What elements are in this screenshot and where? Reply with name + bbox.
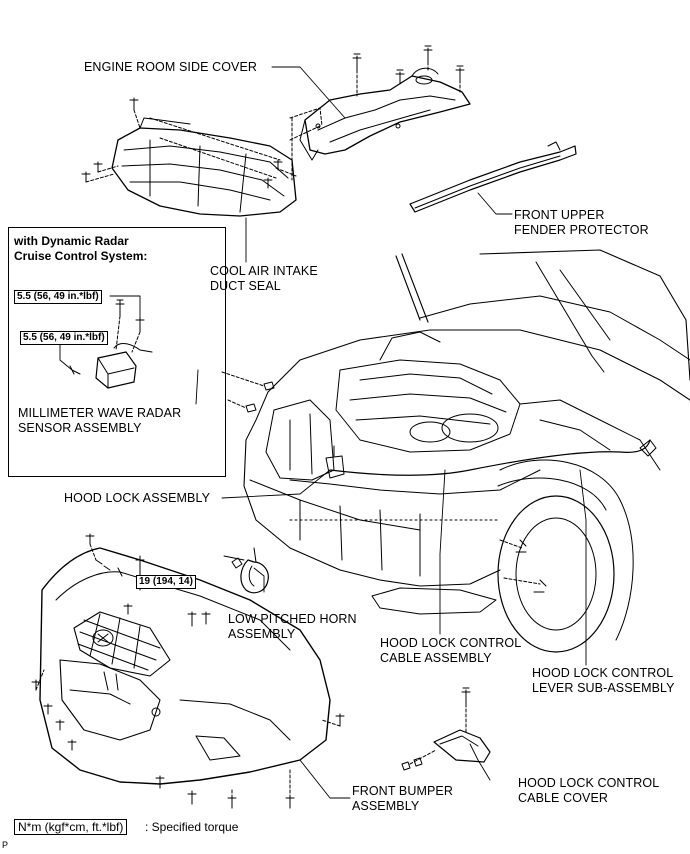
torque-legend-text: : Specified torque	[145, 820, 239, 834]
radar-option-title: with Dynamic Radar Cruise Control System…	[14, 234, 147, 264]
front-bumper-fasteners	[31, 533, 345, 809]
front-bumper-assembly-line-1: FRONT BUMPER	[352, 784, 453, 798]
millimeter-wave-radar-sensor-line-2: SENSOR ASSEMBLY	[18, 421, 142, 435]
engine-under-cover-drawing	[371, 587, 497, 615]
hood-lock-control-cable-label: HOOD LOCK CONTROL CABLE ASSEMBLY	[380, 636, 521, 666]
low-pitched-horn-line-1: LOW PITCHED HORN	[228, 612, 357, 626]
front-bumper-assembly-line-2: ASSEMBLY	[352, 799, 420, 813]
hood-lock-control-cable-cover-line-1: HOOD LOCK CONTROL	[518, 776, 660, 790]
engine-room-side-cover-drawing	[299, 67, 471, 161]
side-cover-dashed-guides	[275, 107, 323, 181]
hood-lock-assembly-label: HOOD LOCK ASSEMBLY	[64, 491, 211, 505]
low-pitched-horn-line-2: ASSEMBLY	[228, 627, 296, 641]
millimeter-wave-radar-sensor-label: MILLIMETER WAVE RADAR SENSOR ASSEMBLY	[18, 406, 181, 436]
front-upper-fender-protector-drawing	[409, 141, 577, 213]
hood-lock-control-cable-cover-line-2: CABLE COVER	[518, 791, 609, 805]
torque-legend-box: N*m (kgf*cm, ft.*lbf)	[14, 819, 128, 835]
engine-room-side-cover-label: ENGINE ROOM SIDE COVER	[84, 60, 258, 74]
hood-lock-control-lever-line-1: HOOD LOCK CONTROL	[532, 666, 674, 680]
hood-lock-control-lever-line-2: LEVER SUB-ASSEMBLY	[532, 681, 675, 695]
radar-option-title-line-1: with Dynamic Radar	[14, 234, 129, 248]
hood-lock-control-lever-label: HOOD LOCK CONTROL LEVER SUB-ASSEMBLY	[532, 666, 675, 696]
low-pitched-horn-drawing	[223, 547, 269, 594]
hood-lock-control-cable-cover-drawing	[401, 687, 491, 771]
wheel-and-fender-liner-drawing	[497, 459, 634, 653]
millimeter-wave-radar-sensor-line-1: MILLIMETER WAVE RADAR	[18, 406, 182, 420]
front-upper-fender-protector-label: FRONT UPPER FENDER PROTECTOR	[514, 208, 649, 238]
leader-lines	[195, 66, 587, 799]
horn-torque-spec: 19 (194, 14)	[136, 575, 196, 589]
body-side-bolts	[221, 371, 275, 413]
hood-lock-drawing	[325, 445, 345, 479]
hood-lock-control-cable-line-2: CABLE ASSEMBLY	[380, 651, 492, 665]
duct-seal-clips	[81, 97, 283, 189]
cool-air-intake-duct-seal-label: COOL AIR INTAKE DUCT SEAL	[210, 264, 318, 294]
hood-lock-control-cable-line-1: HOOD LOCK CONTROL	[380, 636, 522, 650]
hood-lock-control-cable-cover-label: HOOD LOCK CONTROL CABLE COVER	[518, 776, 659, 806]
cool-air-intake-duct-seal-line-1: COOL AIR INTAKE	[210, 264, 318, 278]
radar-sensor-torque-spec: 5.5 (56, 49 in.*lbf)	[20, 331, 108, 345]
engine-room-side-cover-bolts	[352, 45, 465, 97]
radar-bracket-torque-spec: 5.5 (56, 49 in.*lbf)	[14, 290, 102, 304]
front-upper-fender-protector-line-1: FRONT UPPER	[514, 208, 605, 222]
front-bumper-drawing	[39, 547, 331, 785]
front-bumper-assembly-label: FRONT BUMPER ASSEMBLY	[352, 784, 453, 814]
radar-sensor-drawing	[59, 295, 153, 389]
corner-mark: P	[2, 840, 9, 850]
radar-option-inset: with Dynamic Radar Cruise Control System…	[8, 227, 226, 477]
low-pitched-horn-label: LOW PITCHED HORN ASSEMBLY	[228, 612, 357, 642]
front-upper-fender-protector-line-2: FENDER PROTECTOR	[514, 223, 649, 237]
cool-air-intake-duct-seal-drawing	[111, 117, 297, 217]
radar-option-title-line-2: Cruise Control System:	[14, 249, 148, 263]
cool-air-intake-duct-seal-line-2: DUCT SEAL	[210, 279, 281, 293]
engine-bay-drawing	[243, 249, 690, 587]
